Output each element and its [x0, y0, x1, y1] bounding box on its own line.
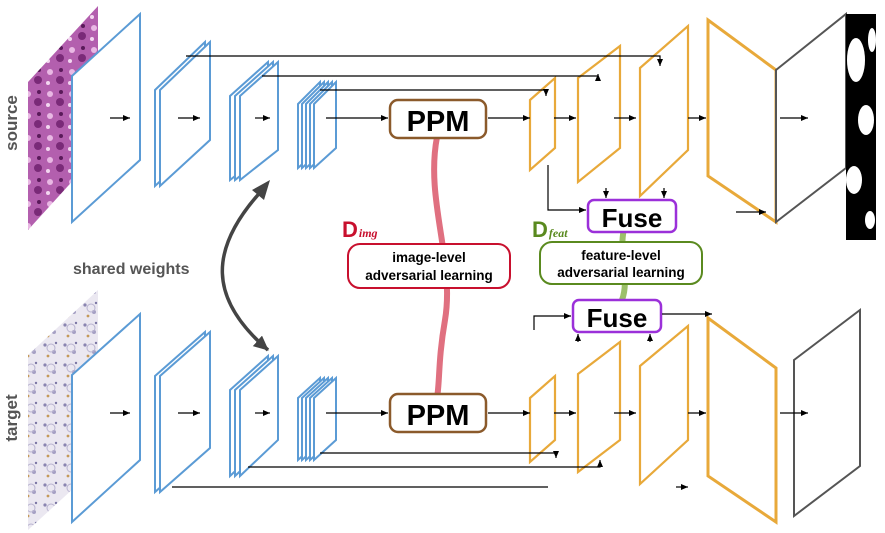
d-feat-symbol: Dfeat: [532, 217, 568, 242]
target-enc-layer-2b: [159, 329, 211, 495]
target-label: target: [2, 394, 21, 442]
ppm-box-source: [388, 98, 488, 140]
source-enc-layer-1: [71, 11, 141, 225]
tgt-to-fuse-1: [533, 313, 571, 330]
target-encoder: [71, 311, 337, 525]
d-feat-main: D: [532, 217, 548, 242]
src-skip-2: [262, 74, 601, 81]
feature-level-box: [539, 241, 703, 285]
source-flow-arrows: [110, 55, 808, 215]
target-flow-arrows: [110, 311, 808, 490]
d-feat-sub: feat: [549, 226, 568, 240]
source-dec-layer-3: [638, 23, 690, 199]
target-enc-layer-4e: [313, 375, 337, 463]
shared-weights-label: shared weights: [73, 261, 190, 278]
image-level-box: [347, 243, 511, 289]
tgt-skip-2: [248, 460, 603, 468]
source-enc-layer-3c: [239, 59, 279, 183]
d-img-sub: img: [359, 226, 378, 240]
target-dec-layer-1: [528, 373, 557, 465]
fuse-box-target: [571, 298, 663, 334]
d-img-main: D: [342, 217, 358, 242]
feature-level-line2: adversarial learning: [557, 265, 685, 280]
target-decoder: [528, 315, 778, 525]
source-dec-layer-2: [576, 43, 622, 185]
source-enc-layer-2b: [159, 39, 211, 189]
source-segmentation-blobs: [846, 28, 876, 229]
ppm-label-source: PPM: [407, 106, 470, 138]
target-dec-layer-2: [576, 339, 622, 475]
feature-level-line1: feature-level: [581, 248, 661, 263]
source-dec-layer-4: [706, 17, 778, 225]
src-skip-1: [186, 55, 663, 66]
image-level-link: [431, 136, 451, 399]
source-dec-layer-1: [528, 75, 557, 173]
src-to-fuse-1: [547, 165, 586, 213]
image-level-line2: adversarial learning: [365, 268, 493, 283]
target-dec-layer-4: [706, 315, 778, 525]
source-enc-layer-4e: [313, 79, 337, 171]
fuse-box-source: [586, 198, 678, 234]
ppm-label-target: PPM: [407, 400, 470, 432]
source-label: source: [2, 95, 21, 151]
image-level-line1: image-level: [392, 250, 466, 265]
src-skip-3: [320, 89, 549, 96]
fuse-label-source: Fuse: [602, 203, 663, 233]
target-dec-layer-3: [638, 323, 690, 487]
tgt-skip-3: [320, 451, 559, 458]
source-image: [28, 6, 98, 230]
fuse-label-target: Fuse: [587, 303, 648, 333]
target-enc-layer-3c: [239, 353, 279, 479]
source-decoder: [528, 17, 778, 225]
d-img-symbol: Dimg: [342, 217, 378, 242]
shared-weights-arrowhead-top: [252, 180, 270, 200]
shared-weights-arrow: [220, 184, 270, 352]
source-encoder: [71, 11, 337, 225]
target-enc-layer-1: [71, 311, 141, 525]
ppm-box-target: [388, 392, 488, 434]
target-output-frame: [793, 307, 861, 519]
